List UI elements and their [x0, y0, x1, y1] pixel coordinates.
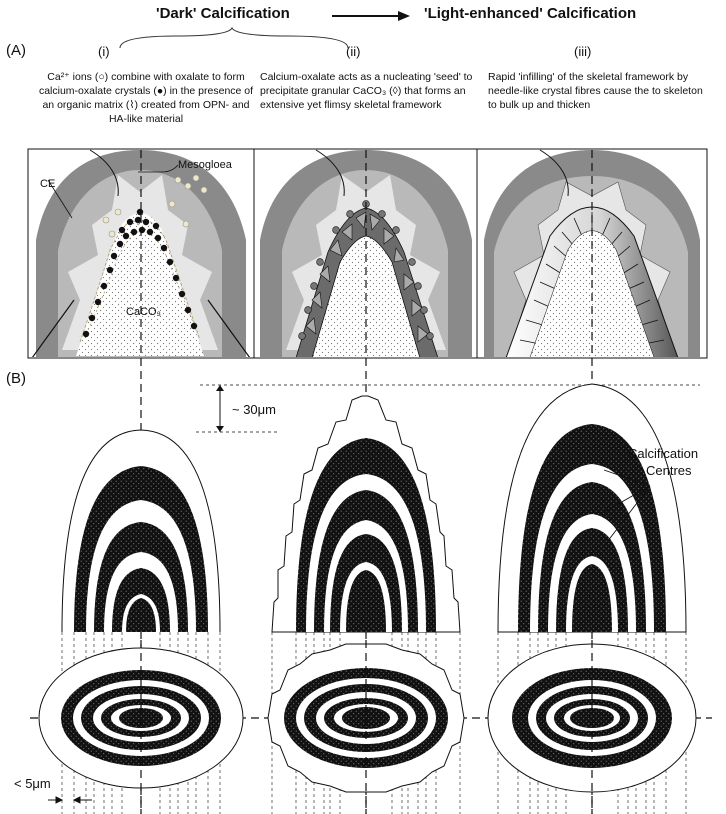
calcification-centres-label-line1: Calcification [628, 446, 698, 461]
scale-5um-arrows [48, 797, 92, 803]
ce-label: CE [40, 178, 55, 190]
scale-30um-label: ~ 30μm [232, 402, 276, 417]
stage-iii-profile [498, 384, 686, 632]
dark-stage-brace [120, 28, 348, 48]
stage-i-profile [62, 430, 220, 632]
caco3-label: CaCO₃ [126, 306, 161, 318]
scale-5um-label: < 5μm [14, 776, 51, 791]
mesogloea-label: Mesogloea [178, 159, 232, 171]
progression-arrow [332, 11, 410, 21]
calcification-centres-label-line2: Centres [646, 463, 692, 478]
stage-ii-profile [272, 396, 460, 632]
